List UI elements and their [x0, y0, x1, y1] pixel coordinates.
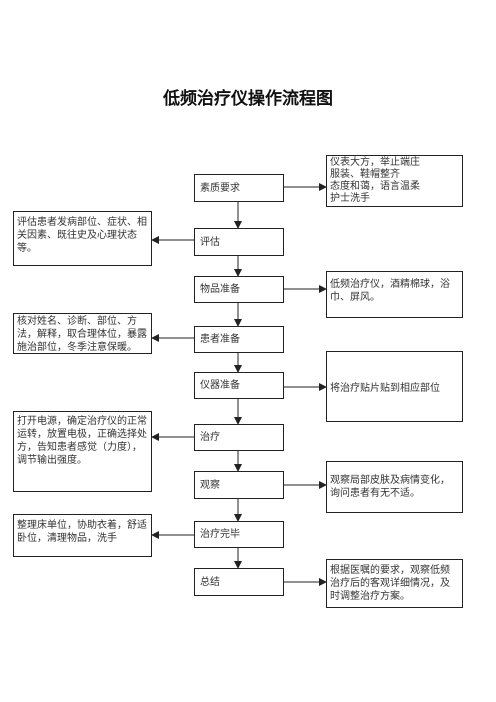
note-quality-line: 服装、鞋帽整齐 — [330, 169, 400, 180]
note-patient-prep: 核对姓名、诊断、部位、方法，解释，取合理体位，暴露施治部位，冬季注意保暖。 — [13, 313, 152, 354]
note-supplies: 低频治疗仪，酒精棉球，浴巾、屏风。 — [326, 271, 463, 318]
step-observe: 观察 — [194, 471, 284, 499]
note-summary: 根据医嘱的要求，观察低频治疗后的客观详细情况，及时调整治疗方案。 — [326, 559, 463, 608]
step-summary: 总结 — [194, 568, 284, 596]
step-supplies: 物品准备 — [194, 276, 284, 303]
step-device: 仪器准备 — [194, 372, 284, 399]
note-quality-line: 护士洗手 — [330, 193, 370, 204]
note-observe: 观察局部皮肤及病情变化，询问患者有无不适。 — [326, 461, 463, 513]
step-treatment: 治疗 — [194, 424, 284, 451]
step-finish: 治疗完毕 — [194, 521, 284, 548]
note-device: 将治疗贴片贴到相应部位 — [326, 351, 463, 422]
note-quality: 仪表大方，举止端庄 服装、鞋帽整齐 态度和蔼，语言温柔 护士洗手 — [326, 155, 463, 207]
note-quality-line: 仪表大方，举止端庄 — [330, 157, 420, 168]
note-treatment: 打开电源，确定治疗仪的正常运转，放置电极，正确选择处方，告知患者感觉（力度），调… — [13, 411, 152, 492]
step-quality: 素质要求 — [194, 174, 284, 202]
note-assessment: 评估患者发病部位、症状、相关因素、既往史及心理状态等。 — [13, 211, 152, 266]
step-patient: 患者准备 — [194, 326, 284, 353]
note-finish: 整理床单位，协助衣着，舒适卧位，清理物品，洗手 — [13, 514, 152, 557]
note-quality-line: 态度和蔼，语言温柔 — [330, 181, 420, 192]
step-assess: 评估 — [194, 228, 284, 256]
page-title: 低频治疗仪操作流程图 — [163, 89, 333, 109]
